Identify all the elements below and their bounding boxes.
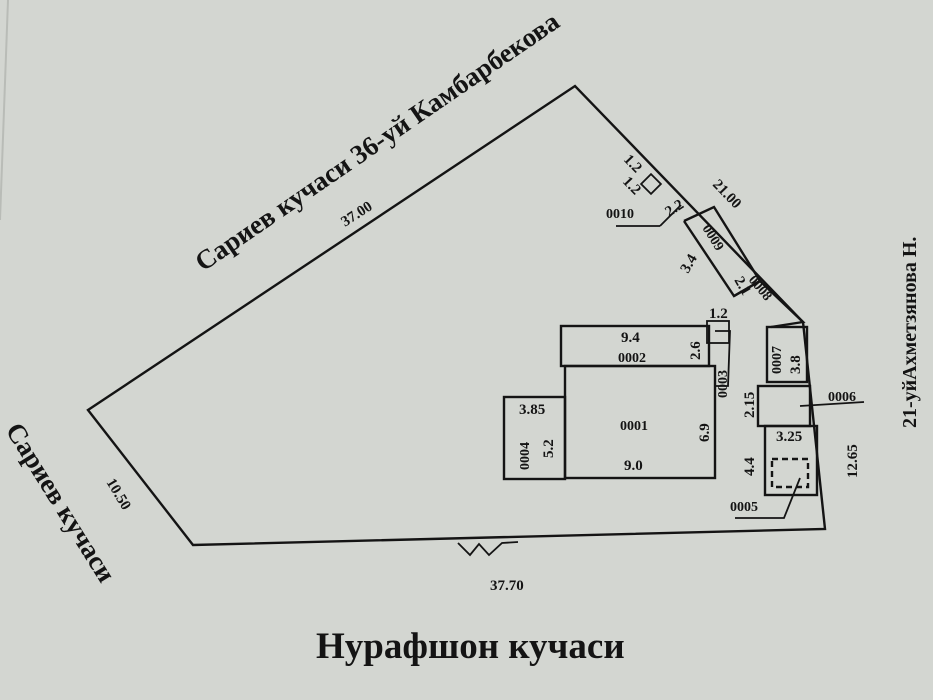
code-0010: 0010 (606, 207, 634, 222)
dim-0001-width: 9.0 (624, 458, 643, 474)
street-name-east: 21-уйАхметзянова Н. (899, 237, 921, 428)
dim-south-edge: 37.70 (490, 578, 524, 594)
dim-0002-depth: 2.6 (688, 341, 704, 360)
dim-north-edge: 37.00 (338, 199, 375, 231)
code-0002: 0002 (618, 351, 646, 366)
dim-0003-side: 2.15 (742, 392, 758, 418)
street-name-north: Сариев кучаси 36-уй Камбарбекова (189, 6, 565, 277)
code-0004: 0004 (518, 442, 533, 470)
code-0005: 0005 (730, 500, 758, 515)
building-0008 (733, 279, 806, 329)
building-0005-inner (770, 457, 810, 489)
building-0004 (502, 395, 567, 481)
dim-0007-side: 3.8 (788, 355, 804, 374)
building-0005 (763, 424, 819, 497)
dim-east-edge: 12.65 (845, 444, 861, 478)
code-0007: 0007 (770, 346, 785, 374)
street-name-south: Нурафшон кучаси (316, 626, 625, 667)
dim-0005-width: 3.25 (776, 429, 802, 445)
dim-west-edge: 10.50 (103, 476, 134, 513)
building-0003-box (706, 320, 730, 344)
dim-0010-b: 1.2 (619, 174, 644, 199)
dim-0003-top: 1.2 (709, 306, 728, 322)
code-0001: 0001 (620, 419, 648, 434)
street-name-west: Сариев кучаси (0, 417, 122, 587)
building-0006-leader (799, 401, 865, 407)
building-0005-leader (735, 477, 801, 519)
code-0006: 0006 (828, 390, 856, 405)
code-0003: 0003 (716, 370, 731, 398)
building-0007 (765, 325, 809, 384)
building-0003 (715, 330, 731, 387)
dim-0004-depth: 5.2 (541, 439, 557, 458)
dim-0005-depth: 4.4 (742, 457, 758, 476)
south-edge-break-mark (457, 541, 519, 557)
dim-0001-depth: 6.9 (697, 423, 713, 442)
dim-0004-width: 3.85 (519, 402, 545, 418)
dim-0009-a: 2.2 (662, 197, 686, 221)
building-0010-leader-2 (659, 204, 682, 227)
dim-0002-width: 9.4 (621, 330, 640, 346)
dim-0009-b: 3.4 (678, 251, 701, 276)
building-0010 (639, 172, 663, 196)
paper-edge (0, 0, 9, 221)
